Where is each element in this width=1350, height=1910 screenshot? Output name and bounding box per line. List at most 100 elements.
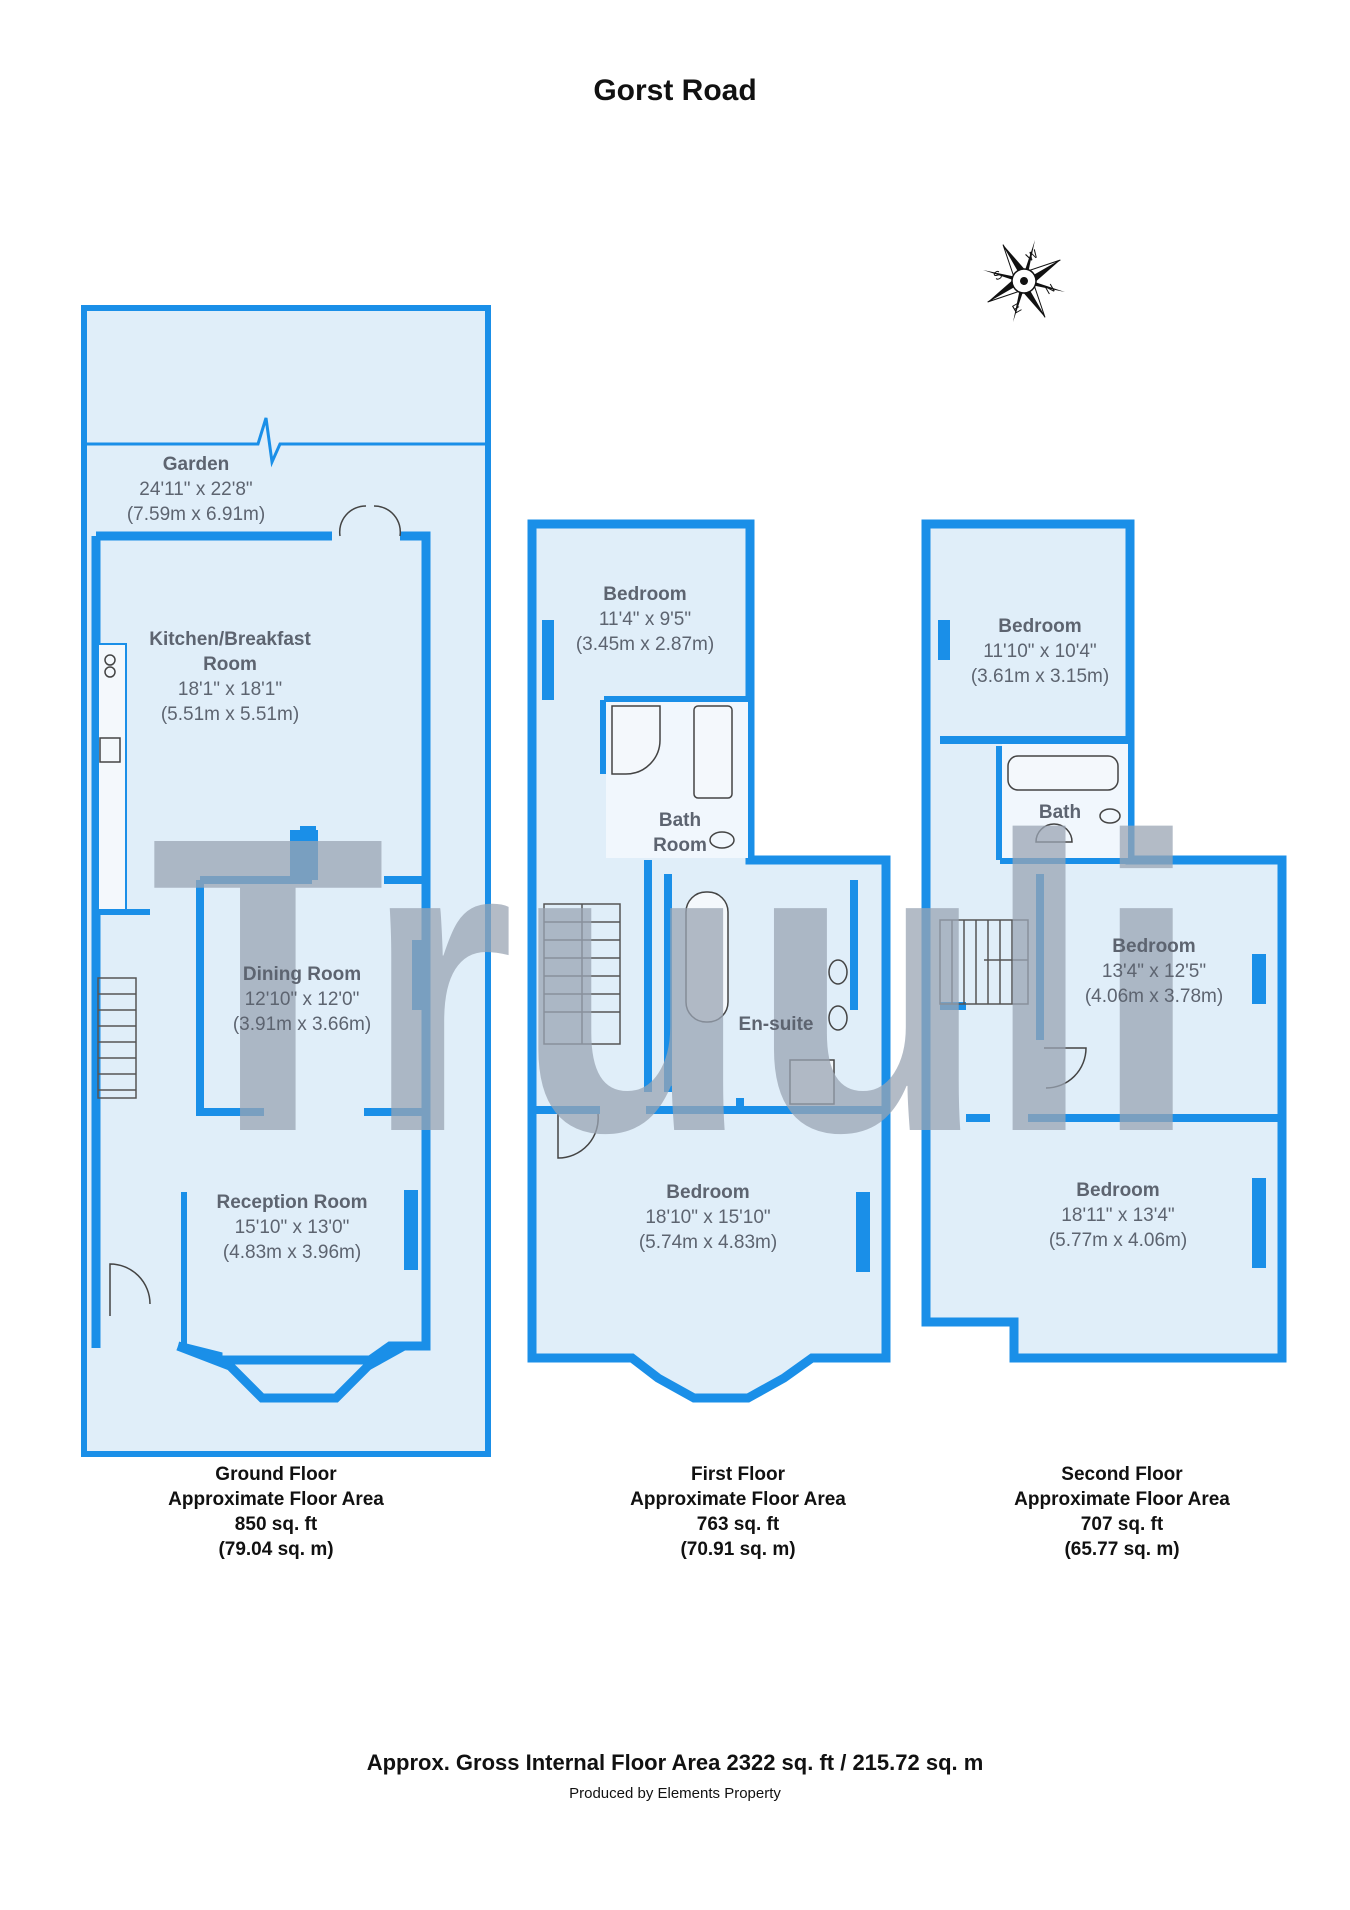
floor-area-sqft: 763 sq. ft [696, 1514, 780, 1535]
room-dimensions-imperial: 12'10" x 12'0" [244, 989, 360, 1010]
room-name: En-suite [738, 1014, 814, 1035]
floor-caption-line: Approximate Floor Area [168, 1489, 384, 1510]
dining-room-walls [196, 826, 426, 1116]
room-dimensions-metric: (4.83m x 3.96m) [222, 1242, 362, 1263]
room-dimensions-imperial: 15'10" x 13'0" [234, 1217, 350, 1238]
room-dimensions-imperial: 18'11" x 13'4" [1061, 1205, 1175, 1226]
floor-name: Second Floor [1061, 1464, 1183, 1485]
toilet-icon [709, 831, 735, 849]
second-floor-area [926, 524, 1282, 1358]
second-floor-caption: Second Floor Approximate Floor Area 707 … [1014, 1462, 1230, 1562]
floor-area-sqm: (65.77 sq. m) [1064, 1539, 1180, 1560]
second-floor-interior-walls [940, 736, 1282, 1122]
room-dimensions-metric: (5.77m x 4.06m) [1048, 1230, 1188, 1251]
shower-tray-icon [611, 705, 661, 775]
first-floor-interior-walls [532, 696, 886, 1114]
bedroom-door[interactable] [557, 1113, 599, 1159]
room-name: Dining Room [242, 964, 362, 985]
floor-area-sqft: 850 sq. ft [234, 1514, 318, 1535]
floor-area-sqft: 707 sq. ft [1080, 1514, 1164, 1535]
ground-floor-caption: Ground Floor Approximate Floor Area 850 … [168, 1462, 384, 1562]
second-fireplace [1252, 954, 1266, 1004]
floor-caption-line: Approximate Floor Area [630, 1489, 846, 1510]
second-floor-plan [921, 519, 1287, 1363]
second-basin-icon [1035, 823, 1073, 843]
room-dimensions-metric: (3.91m x 3.66m) [232, 1014, 372, 1035]
ground-hallway-walls [96, 909, 187, 1346]
dining-fireplace [412, 940, 424, 1010]
first-floor-plan [527, 519, 891, 1403]
ground-floor-boundary [81, 305, 491, 1457]
room-label-second-bedroom-3: Bedroom 18'11" x 13'4" (5.77m x 4.06m) [1049, 1178, 1187, 1253]
second-bath-icon [1007, 755, 1119, 791]
second-chimney [938, 620, 950, 660]
floor-name: First Floor [691, 1464, 785, 1485]
reception-bay-window [176, 1341, 426, 1403]
garden-french-doors[interactable] [338, 505, 402, 537]
room-name: Kitchen/Breakfast [149, 629, 311, 650]
room-dimensions-imperial: 11'4" x 9'5" [598, 609, 692, 630]
compass-rose-icon: S W E N [983, 240, 1065, 322]
basin-icon [828, 1005, 848, 1031]
floor-caption-line: Approximate Floor Area [1014, 1489, 1230, 1510]
room-label-second-bath: Bath [1039, 800, 1081, 825]
room-name-line2: Room [203, 654, 257, 675]
first-floor-caption: First Floor Approximate Floor Area 763 s… [630, 1462, 846, 1562]
room-dimensions-imperial: 18'10" x 15'10" [645, 1207, 771, 1228]
ground-floor-plan [81, 305, 491, 1457]
second-toilet-icon [1099, 808, 1121, 824]
first-chimney-2 [856, 1192, 870, 1272]
room-dimensions-imperial: 18'1" x 18'1" [177, 679, 283, 700]
hob-icon [104, 654, 116, 666]
hob-icon [104, 666, 116, 678]
room-label-garden: Garden 24'11" x 22'8" (7.59m x 6.91m) [127, 452, 265, 527]
room-label-reception: Reception Room 15'10" x 13'0" (4.83m x 3… [217, 1190, 368, 1265]
ensuite-shower-icon [789, 1059, 835, 1105]
room-name: Bedroom [1076, 1180, 1160, 1201]
basin-icon [828, 959, 848, 985]
compass-letter: W [1024, 246, 1041, 264]
room-label-first-master-bedroom: Bedroom 18'10" x 15'10" (5.74m x 4.83m) [639, 1180, 777, 1255]
second-floor-outline [921, 519, 1287, 1363]
room-name: Bedroom [1112, 936, 1196, 957]
room-label-en-suite: En-suite [739, 1012, 814, 1037]
room-name: Garden [162, 454, 230, 475]
room-dimensions-imperial: 11'10" x 10'4" [983, 641, 1097, 662]
room-label-second-bedroom-2: Bedroom 13'4" x 12'5" (4.06m x 3.78m) [1085, 934, 1223, 1009]
room-label-second-bedroom: Bedroom 11'10" x 10'4" (3.61m x 3.15m) [971, 614, 1109, 689]
room-name: Bedroom [998, 616, 1082, 637]
sink-icon [99, 737, 121, 763]
room-dimensions-metric: (3.61m x 3.15m) [970, 666, 1110, 687]
room-dimensions-metric: (3.45m x 2.87m) [575, 634, 715, 655]
room-dimensions-imperial: 13'4" x 12'5" [1101, 961, 1207, 982]
front-door[interactable] [109, 1263, 151, 1316]
first-floor-outline [527, 519, 891, 1403]
first-floor-stairs [543, 903, 621, 1045]
room-dimensions-metric: (5.51m x 5.51m) [160, 704, 300, 725]
gross-internal-area: Approx. Gross Internal Floor Area 2322 s… [366, 1750, 984, 1775]
room-name: Bedroom [603, 584, 687, 605]
room-dimensions-metric: (4.06m x 3.78m) [1084, 986, 1224, 1007]
room-label-kitchen: Kitchen/Breakfast Room 18'1" x 18'1" (5.… [149, 627, 311, 727]
floor-name: Ground Floor [215, 1464, 337, 1485]
page-title: Gorst Road [593, 74, 757, 107]
room-dimensions-metric: (5.74m x 4.83m) [638, 1232, 778, 1253]
ground-stairs [97, 977, 137, 1099]
room-label-bath-room: Bath Room [653, 808, 707, 858]
room-label-dining: Dining Room 12'10" x 12'0" (3.91m x 3.66… [233, 962, 371, 1037]
room-label-first-bedroom: Bedroom 11'4" x 9'5" (3.45m x 2.87m) [576, 582, 714, 657]
room-dimensions-imperial: 24'11" x 22'8" [139, 479, 253, 500]
bath-tub-icon [693, 705, 733, 799]
room-name: Reception Room [216, 1192, 368, 1213]
floor-area-sqm: (79.04 sq. m) [218, 1539, 334, 1560]
ground-chimney [290, 830, 318, 880]
room-name: Bath [1038, 802, 1082, 823]
watermark: Truuli [150, 751, 1200, 1220]
room-name: Bedroom [666, 1182, 750, 1203]
ensuite-bath-icon [685, 891, 729, 1023]
second-floor-stairs [939, 919, 1029, 1005]
second-bedroom-door[interactable] [1044, 1047, 1087, 1089]
floor-area-sqm: (70.91 sq. m) [680, 1539, 796, 1560]
garden-break-line [84, 417, 488, 468]
